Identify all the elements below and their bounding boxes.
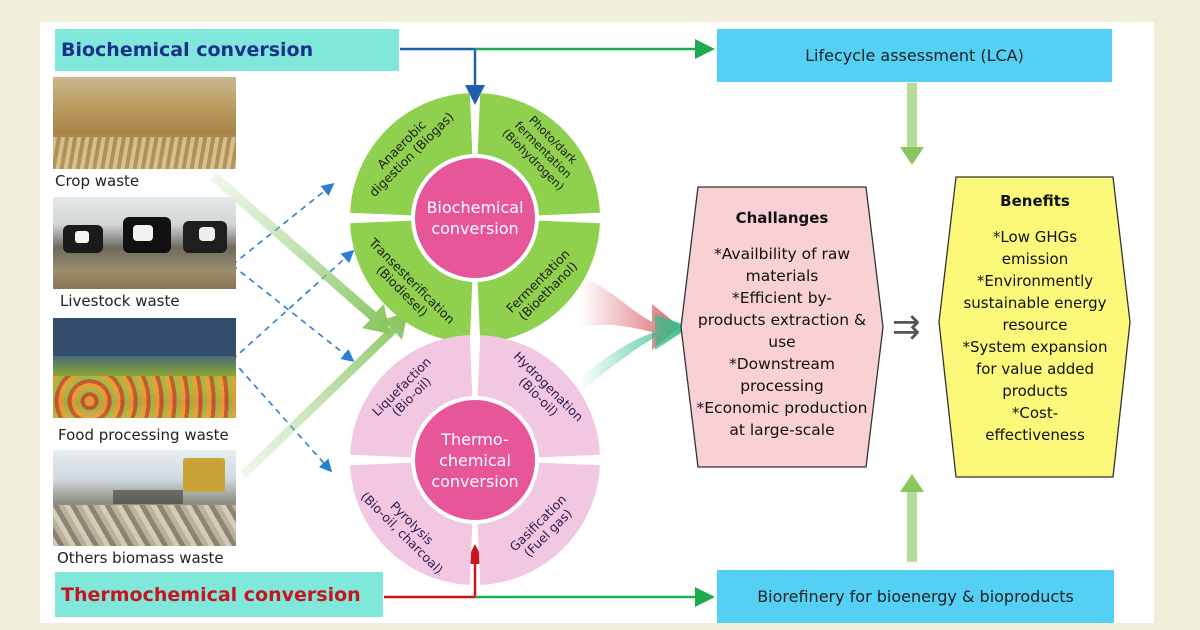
- benefits-text: Benefits *Low GHGs emission *Environment…: [940, 190, 1130, 446]
- challenges-title: Challanges: [735, 209, 829, 227]
- benefits-item: effectiveness: [985, 426, 1085, 444]
- challenges-item: *Efficient by-: [731, 289, 833, 307]
- benefits-item: *Environmently: [976, 272, 1094, 290]
- wheel-center: [415, 400, 535, 520]
- biorefinery-label: Biorefinery for bioenergy & bioproducts: [757, 587, 1074, 606]
- food-waste-photo: [53, 318, 236, 418]
- wheel-segment-liquefaction: [350, 335, 473, 458]
- challenges-shape: [680, 186, 884, 468]
- benefits-item: for value added: [975, 360, 1095, 378]
- benefits-shape: [938, 176, 1131, 478]
- wheel-segment-photo: [477, 93, 600, 216]
- wheel-segment-fermentation: [477, 220, 600, 343]
- benefits-item: sustainable energy: [963, 294, 1107, 312]
- diagram-canvas: Anaerobicdigestion (Biogas)Photo/darkfer…: [40, 22, 1154, 623]
- waste-dashed-arrows: [231, 183, 355, 473]
- biorefinery-arrow: [900, 474, 924, 562]
- green-flow-arrows: [210, 172, 408, 478]
- challenges-text: Challanges *Availbility of raw materials…: [685, 207, 879, 441]
- wheel-segment-hydrogenation: [477, 335, 600, 458]
- challenges-item: *Economic production: [696, 399, 868, 417]
- wheel-segment-transesterification: [350, 220, 473, 343]
- challenges-item: at large-scale: [729, 421, 835, 439]
- diagram-graphics: Anaerobicdigestion (Biogas)Photo/darkfer…: [210, 39, 1131, 607]
- biochemical-header: Biochemical conversion: [55, 29, 399, 71]
- flow-double-arrow: ⇉: [892, 307, 921, 347]
- wheel-segment-pyrolysis: [350, 462, 473, 585]
- lca-arrow: [900, 83, 924, 165]
- thermochemical-header-label: Thermochemical conversion: [61, 583, 361, 606]
- challenges-item: use: [768, 333, 796, 351]
- challenges-item: processing: [740, 377, 824, 395]
- challenges-item: products extraction &: [697, 311, 867, 329]
- lca-box: Lifecycle assessment (LCA): [717, 29, 1112, 82]
- crop-waste-label: Crop waste: [55, 172, 140, 190]
- lca-label: Lifecycle assessment (LCA): [805, 46, 1024, 65]
- benefits-item: *Low GHGs: [992, 228, 1078, 246]
- livestock-waste-photo: [53, 197, 236, 289]
- benefits-item: products: [1002, 382, 1068, 400]
- wheel-segment-gasification: [477, 462, 600, 585]
- benefits-item: *System expansion: [962, 338, 1108, 356]
- benefits-item: resource: [1002, 316, 1068, 334]
- challenges-item: *Availbility of raw: [713, 245, 851, 263]
- flow-swoosh-arrows: [580, 277, 690, 392]
- thermochemical-connectors: [384, 544, 715, 607]
- biorefinery-box: Biorefinery for bioenergy & bioproducts: [717, 570, 1114, 623]
- crop-waste-photo: [53, 77, 236, 169]
- biochemical-header-label: Biochemical conversion: [61, 39, 314, 61]
- food-waste-label: Food processing waste: [58, 426, 229, 444]
- benefits-item: *Cost-: [1011, 404, 1059, 422]
- landfill-photo: [53, 450, 236, 546]
- benefits-title: Benefits: [1000, 192, 1070, 210]
- wheel-center: [415, 158, 535, 278]
- wheel-segment-anaerobic: [350, 93, 473, 216]
- challenges-item: materials: [745, 267, 819, 285]
- biochemical-connectors: [400, 39, 715, 105]
- challenges-item: *Downstream: [729, 355, 835, 373]
- thermochemical-header: Thermochemical conversion: [55, 572, 383, 617]
- benefits-item: emission: [1001, 250, 1069, 268]
- livestock-waste-label: Livestock waste: [60, 292, 180, 310]
- others-waste-label: Others biomass waste: [57, 549, 224, 567]
